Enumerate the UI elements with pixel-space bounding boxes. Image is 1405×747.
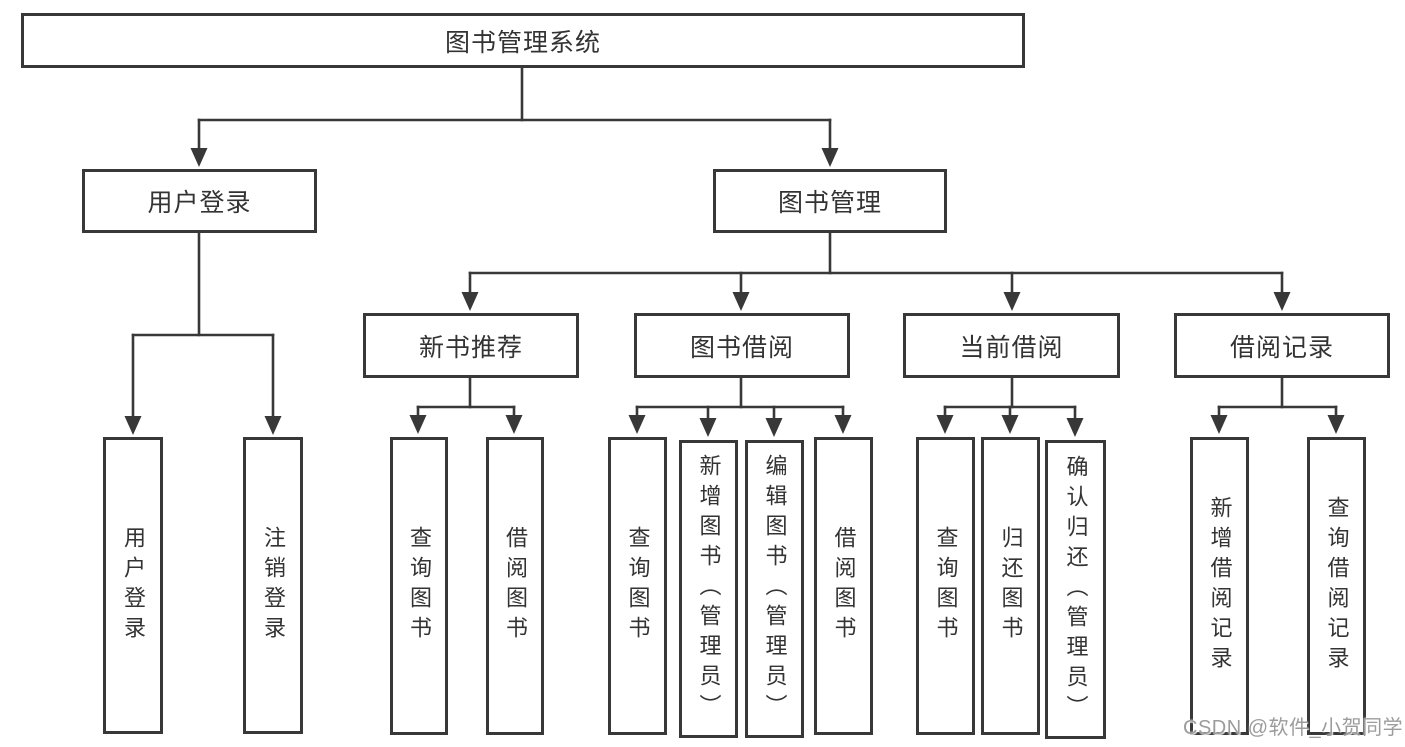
arrow-head-icon [834,415,852,434]
leaf-query-books-2: 查询图书 [608,437,667,735]
node-borrow-records: 借阅记录 [1174,313,1390,378]
node-label: 图书管理系统 [444,28,601,57]
arrow-head-icon [699,418,717,437]
connector-book-borrow-to-leaves [628,376,852,437]
leaf-query-borrow-record: 查询借阅记录 [1307,437,1366,735]
node-current-borrow: 当前借阅 [903,313,1120,378]
node-label: 用户登录 [121,525,146,646]
arrow-head-icon [190,148,208,167]
arrow-head-icon [936,415,954,434]
arrow-head-icon [1210,415,1228,434]
arrow-head-icon [409,415,427,434]
arrow-head-icon [1273,292,1291,311]
connector-borrow-records-to-leaves [1210,376,1345,434]
leaf-borrow-books-2: 借阅图书 [814,437,873,735]
arrow-head-icon [821,148,839,167]
node-user-login: 用户登录 [82,169,317,233]
csdn-watermark: CSDN @软件_小贺同学 [1183,717,1404,739]
node-label: 归还图书 [998,526,1024,646]
node-label: 查询图书 [407,526,432,646]
node-label: 借阅图书 [503,526,528,646]
node-label: 图书借阅 [689,333,794,362]
node-label: 查询图书 [933,526,959,646]
node-label: 查询借阅记录 [1324,496,1350,676]
arrow-head-icon [1003,292,1021,311]
arrow-head-icon [1066,418,1084,437]
arrow-head-icon [628,415,646,434]
node-label: 新书推荐 [418,333,523,362]
node-label: 借阅图书 [831,526,857,646]
connector-new-book-recommend-to-leaves [409,376,523,434]
arrow-head-icon [461,292,479,311]
leaf-add-books-admin: 新增图书（管理员） [679,440,738,738]
node-book-borrow: 图书借阅 [634,313,850,378]
leaf-borrow-books-1: 借阅图书 [486,437,544,735]
leaf-logout: 注销登录 [243,437,303,734]
leaf-query-books-3: 查询图书 [916,437,975,735]
arrow-head-icon [1327,415,1345,434]
node-label: 查询图书 [625,526,651,646]
connector-current-borrow-to-leaves [936,376,1084,437]
arrow-head-icon [732,292,750,311]
node-label: 注销登录 [261,525,286,646]
node-label: 确认归还（管理员） [1063,454,1089,725]
node-label: 编辑图书（管理员） [762,454,788,724]
node-label: 图书管理 [777,189,882,217]
leaf-user-login: 用户登录 [103,437,163,734]
arrow-head-icon [264,416,282,435]
connector-root-to-level2 [190,66,839,167]
node-label: 用户登录 [147,189,252,217]
node-label: 新增图书（管理员） [696,454,722,724]
connector-book-management-to-level3 [461,231,1291,311]
leaf-edit-books-admin: 编辑图书（管理员） [745,440,804,738]
node-book-management: 图书管理 [713,169,947,233]
arrow-head-icon [765,418,783,437]
node-new-book-recommend: 新书推荐 [363,313,579,378]
leaf-confirm-return-admin: 确认归还（管理员） [1045,440,1106,739]
arrow-head-icon [505,415,523,434]
connector-user-login-to-leaves [124,231,282,435]
arrow-head-icon [124,416,142,435]
node-label: 新增借阅记录 [1207,496,1233,676]
leaf-return-books: 归还图书 [981,437,1040,735]
arrow-head-icon [1001,415,1019,434]
node-root: 图书管理系统 [21,13,1025,68]
leaf-query-books-1: 查询图书 [390,437,448,735]
node-label: 借阅记录 [1229,333,1334,362]
node-label: 当前借阅 [959,333,1064,362]
leaf-add-borrow-record: 新增借阅记录 [1190,437,1249,735]
